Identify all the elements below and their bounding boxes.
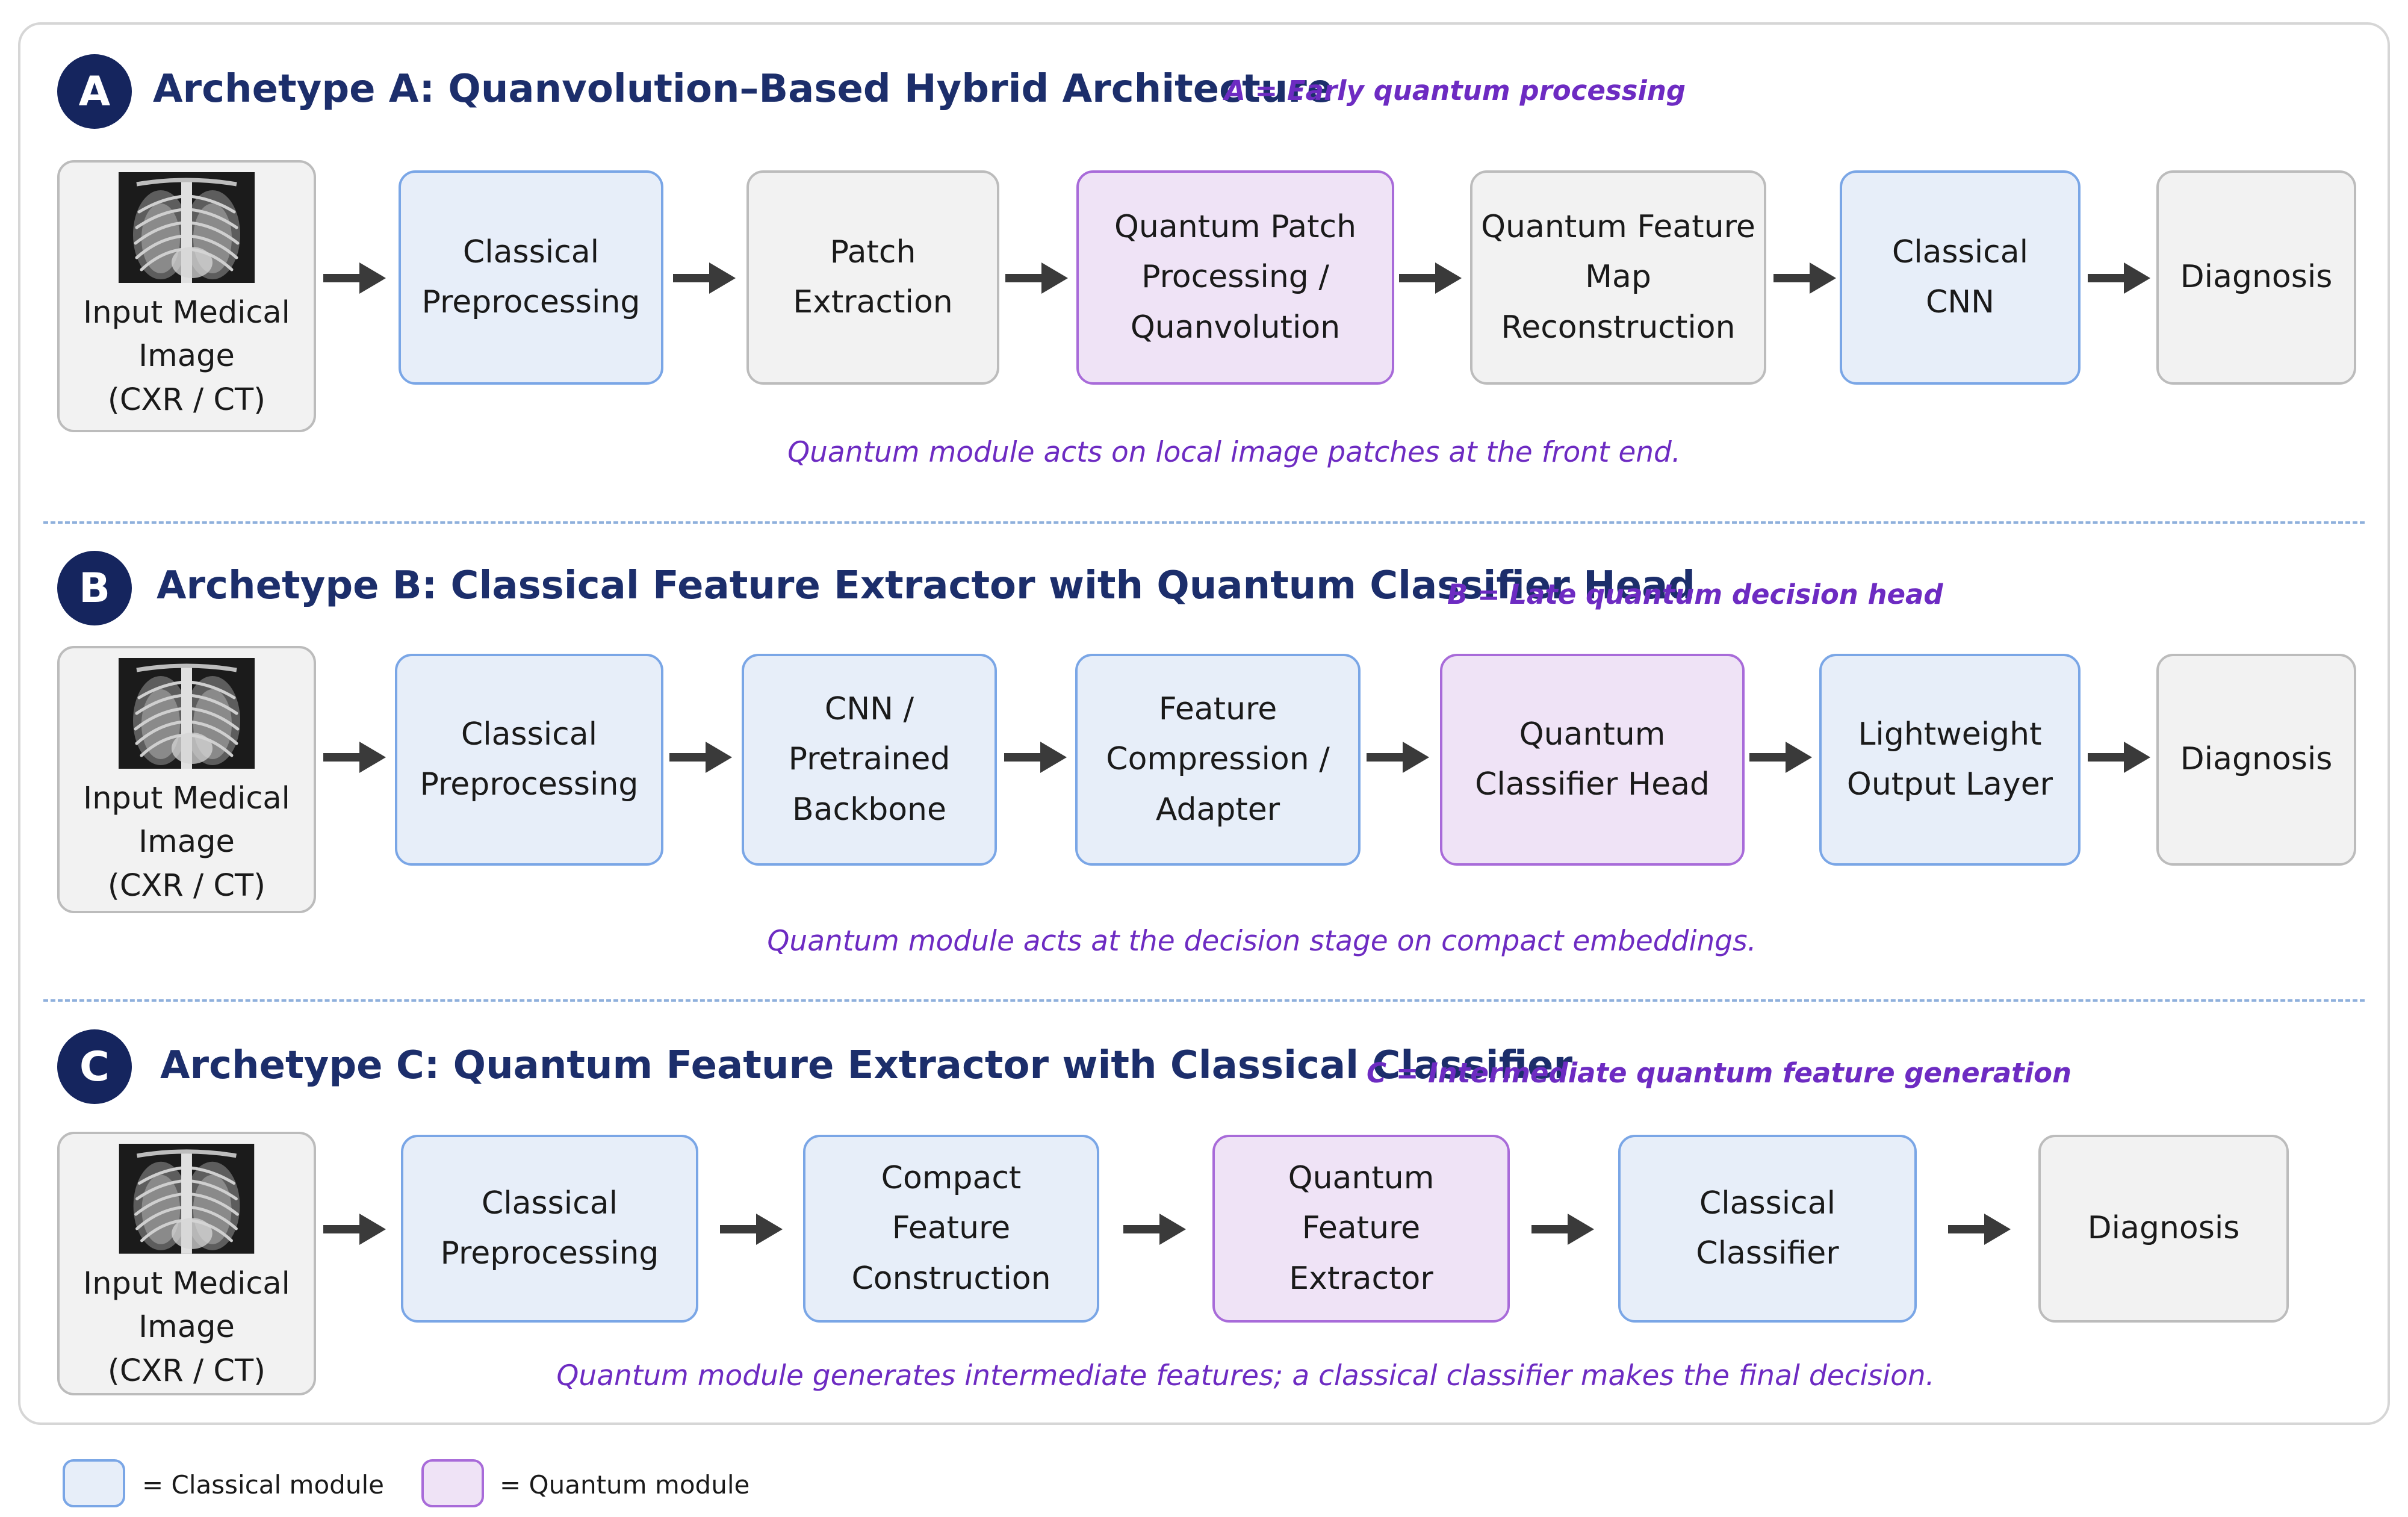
archetype-c-classical-classifier-box: Classical Classifier — [1618, 1135, 1917, 1323]
legend-quantum-swatch — [421, 1459, 484, 1507]
arrow-right-icon — [2088, 260, 2150, 296]
archetype-c-input-label: Input Medical Image (CXR / CT) — [83, 1265, 290, 1389]
arrow-right-icon — [673, 260, 736, 296]
archetype-a-quantum-feature-map-box: Quantum Feature Map Reconstruction — [1470, 170, 1766, 385]
archetype-a-classical-preprocessing-label: Classical Preprocessing — [421, 234, 641, 320]
archetype-a-caption: Quantum module acts on local image patch… — [787, 436, 1681, 469]
archetype-c-compact-feature-box: Compact Feature Construction — [803, 1135, 1099, 1323]
archetype-a-patch-extraction-box: Patch Extraction — [746, 170, 999, 385]
archetype-a-classical-cnn-label: Classical CNN — [1891, 234, 2029, 320]
section-divider-bc — [43, 999, 2365, 1002]
archetype-a-quantum-patch-box: Quantum Patch Processing / Quanvolution — [1076, 170, 1394, 385]
archetype-a-badge: A — [57, 54, 132, 129]
archetype-c-caption: Quantum module generates intermediate fe… — [556, 1359, 1935, 1392]
archetype-b-feature-compression-box: Feature Compression / Adapter — [1075, 654, 1361, 866]
archetype-b-cnn-backbone-label: CNN / Pretrained Backbone — [788, 691, 951, 828]
arrow-right-icon — [2088, 739, 2150, 775]
arrow-right-icon — [323, 739, 386, 775]
legend-quantum-label: = Quantum module — [500, 1470, 750, 1500]
chest-xray-icon — [119, 172, 255, 283]
archetype-c-quantum-feature-extractor-box: Quantum Feature Extractor — [1212, 1135, 1510, 1323]
archetype-b-quantum-classifier-head-box: Quantum Classifier Head — [1440, 654, 1745, 866]
archetype-a-quantum-feature-map-label: Quantum Feature Map Reconstruction — [1481, 209, 1755, 346]
archetype-b-lightweight-output-label: Lightweight Output Layer — [1846, 716, 2053, 802]
arrow-right-icon — [720, 1211, 783, 1247]
chest-xray-icon — [119, 1144, 255, 1254]
archetype-a-diagnosis-label: Diagnosis — [2180, 259, 2333, 296]
archetype-a-input-box: Input Medical Image (CXR / CT) — [57, 160, 316, 432]
archetype-a-patch-extraction-label: Patch Extraction — [793, 234, 953, 320]
archetype-c-badge: C — [57, 1029, 132, 1104]
archetype-a-note: A = Early quantum processing — [1224, 75, 1686, 107]
archetype-b-quantum-classifier-head-label: Quantum Classifier Head — [1475, 716, 1710, 802]
archetype-b-feature-compression-label: Feature Compression / Adapter — [1106, 691, 1330, 828]
archetype-c-note: C = Intermediate quantum feature generat… — [1367, 1057, 2072, 1089]
archetype-b-input-label: Input Medical Image (CXR / CT) — [83, 781, 290, 904]
archetype-c-input-box: Input Medical Image (CXR / CT) — [57, 1132, 316, 1395]
archetype-a-diagnosis-box: Diagnosis — [2156, 170, 2356, 385]
archetype-b-input-box: Input Medical Image (CXR / CT) — [57, 646, 316, 913]
archetype-c-diagnosis-box: Diagnosis — [2038, 1135, 2289, 1323]
arrow-right-icon — [323, 1211, 386, 1247]
archetype-b-note: B = Late quantum decision head — [1447, 579, 1943, 610]
arrow-right-icon — [1399, 260, 1462, 296]
archetype-b-diagnosis-label: Diagnosis — [2180, 741, 2333, 778]
arrow-right-icon — [323, 260, 386, 296]
archetype-a-classical-cnn-box: Classical CNN — [1840, 170, 2081, 385]
arrow-right-icon — [1749, 739, 1812, 775]
arrow-right-icon — [1948, 1211, 2011, 1247]
legend-classical-swatch — [63, 1459, 125, 1507]
archetype-a-quantum-patch-label: Quantum Patch Processing / Quanvolution — [1114, 209, 1357, 346]
section-divider-ab — [43, 521, 2365, 524]
archetype-c-classical-preprocessing-box: Classical Preprocessing — [401, 1135, 698, 1323]
archetype-a-input-label: Input Medical Image (CXR / CT) — [83, 295, 290, 418]
archetype-c-quantum-feature-extractor-label: Quantum Feature Extractor — [1288, 1160, 1435, 1297]
arrow-right-icon — [1005, 260, 1068, 296]
archetype-c-classical-preprocessing-label: Classical Preprocessing — [440, 1185, 659, 1271]
arrow-right-icon — [1004, 739, 1067, 775]
archetype-b-diagnosis-box: Diagnosis — [2156, 654, 2356, 866]
legend-classical-label: = Classical module — [142, 1470, 384, 1500]
arrow-right-icon — [669, 739, 732, 775]
arrow-right-icon — [1367, 739, 1429, 775]
chest-xray-icon — [119, 658, 255, 769]
archetype-b-classical-preprocessing-box: Classical Preprocessing — [395, 654, 663, 866]
archetype-b-title: Archetype B: Classical Feature Extractor… — [157, 563, 1696, 608]
arrow-right-icon — [1773, 260, 1836, 296]
arrow-right-icon — [1531, 1211, 1594, 1247]
archetype-c-diagnosis-label: Diagnosis — [2087, 1210, 2240, 1247]
archetype-b-caption: Quantum module acts at the decision stag… — [767, 925, 1757, 958]
archetype-b-badge: B — [57, 551, 132, 625]
archetype-c-compact-feature-label: Compact Feature Construction — [851, 1160, 1051, 1297]
archetype-a-title: Archetype A: Quanvolution–Based Hybrid A… — [153, 67, 1333, 111]
arrow-right-icon — [1123, 1211, 1186, 1247]
archetype-c-title: Archetype C: Quantum Feature Extractor w… — [160, 1043, 1572, 1088]
archetype-b-cnn-backbone-box: CNN / Pretrained Backbone — [742, 654, 997, 866]
archetype-a-classical-preprocessing-box: Classical Preprocessing — [399, 170, 663, 385]
archetype-b-classical-preprocessing-label: Classical Preprocessing — [420, 716, 639, 802]
archetype-c-classical-classifier-label: Classical Classifier — [1696, 1185, 1839, 1271]
archetype-b-lightweight-output-box: Lightweight Output Layer — [1819, 654, 2081, 866]
